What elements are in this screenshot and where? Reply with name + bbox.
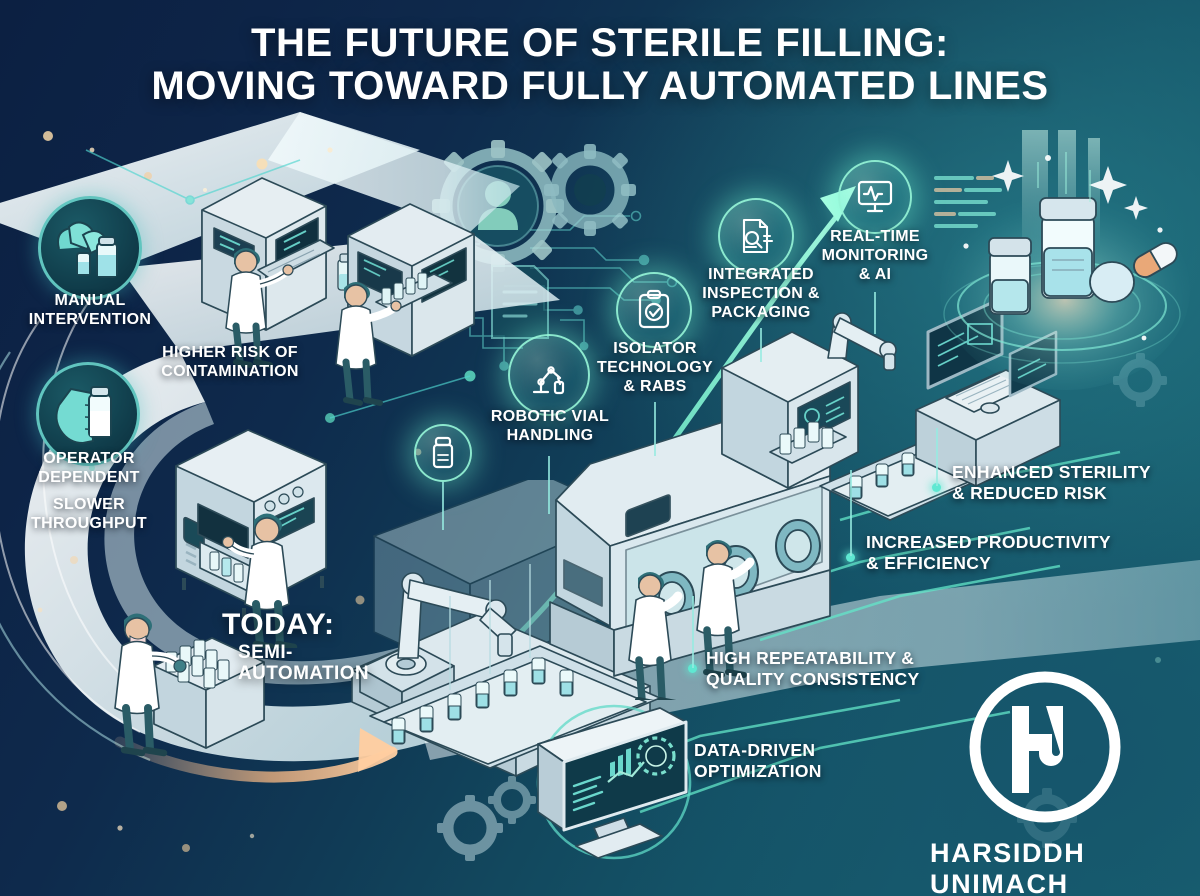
holographic-vial-display	[934, 130, 1190, 390]
phase-subline-2: AUTOMATION	[238, 663, 370, 685]
brand-logo: HARSIDDH UNIMACH	[930, 668, 1160, 896]
manual-filling-station-1	[201, 177, 378, 368]
operator-figure	[114, 613, 187, 757]
title-line-2: MOVING TOWARD FULLY AUTOMATED LINES	[151, 64, 1049, 109]
label-robotic-vial-handling: ROBOTIC VIAL HANDLING	[490, 408, 610, 444]
crate-vials	[165, 639, 230, 689]
inner-vials	[209, 551, 244, 583]
phase-headline: TODAY:	[222, 608, 335, 641]
robot-arm-icon	[508, 334, 590, 416]
label-enhanced-sterility: ENHANCED STERILITY & REDUCED RISK	[952, 462, 1151, 503]
label-real-time-monitoring-ai: REAL-TIME MONITORING & AI	[821, 228, 929, 283]
hu-monogram-icon	[969, 671, 1121, 823]
label-increased-productivity: INCREASED PRODUCTIVITY & EFFICIENCY	[866, 532, 1111, 573]
vial-group	[337, 253, 378, 301]
stem-monitoring	[874, 292, 876, 334]
label-slower-throughput: SLOWER THROUGHPUT	[31, 496, 147, 532]
stem-isolator	[654, 402, 656, 456]
dot-high-repeatability	[688, 664, 697, 673]
stem-robotic-vial-handling	[548, 456, 550, 514]
vial-icon	[414, 424, 472, 482]
label-isolator-technology-rabs: ISOLATOR TECHNOLOGY & RABS	[597, 340, 713, 395]
stem-enhanced-sterility	[936, 428, 938, 486]
conveyor-vials	[849, 430, 967, 500]
label-integrated-inspection-packaging: INTEGRATED INSPECTION & PACKAGING	[702, 266, 820, 321]
manual-filling-station-2	[335, 203, 475, 406]
title-line-1: THE FUTURE OF STERILE FILLING:	[251, 21, 949, 65]
stem-inspection	[760, 328, 762, 362]
document-magnifier-icon	[718, 198, 794, 274]
page-title: THE FUTURE OF STERILE FILLING: MOVING TO…	[0, 21, 1200, 109]
stem-high-repeatability	[692, 596, 694, 668]
dot-enhanced-sterility	[932, 483, 941, 492]
clipboard-check-icon	[616, 272, 692, 348]
gloved-hand-vial-icon	[38, 196, 142, 300]
monitor-pulse-icon	[838, 160, 912, 234]
label-manual-intervention: MANUAL INTERVENTION	[28, 292, 152, 328]
gear-cluster-decor	[365, 140, 636, 339]
sparkle-decor	[963, 155, 1163, 341]
stem-increased-productivity	[850, 470, 852, 556]
brand-name: HARSIDDH UNIMACH	[930, 838, 1086, 896]
progress-arrow-warm	[114, 728, 398, 783]
phase-subline-1: SEMI-	[238, 642, 293, 663]
label-high-repeatability: HIGH REPEATABILITY & QUALITY CONSISTENCY	[706, 648, 920, 689]
glove-ports	[649, 519, 821, 625]
vial-tray-vials	[381, 272, 428, 305]
label-data-driven-optimization: DATA-DRIVEN OPTIMIZATION	[694, 740, 822, 781]
gloved-hand-holding-vial-icon	[36, 362, 140, 466]
label-higher-risk-contamination: HIGHER RISK OF CONTAMINATION	[161, 344, 299, 380]
operator-figure	[335, 282, 402, 406]
dashboard-monitor-illustration	[536, 704, 692, 860]
label-operator-dependent: OPERATOR DEPENDENT	[38, 450, 140, 486]
dot-increased-productivity	[846, 553, 855, 562]
phase-marker-today: TODAY: SEMI- AUTOMATION	[222, 608, 442, 685]
operator-figure	[628, 572, 683, 700]
stem-vial-badge	[442, 482, 444, 530]
